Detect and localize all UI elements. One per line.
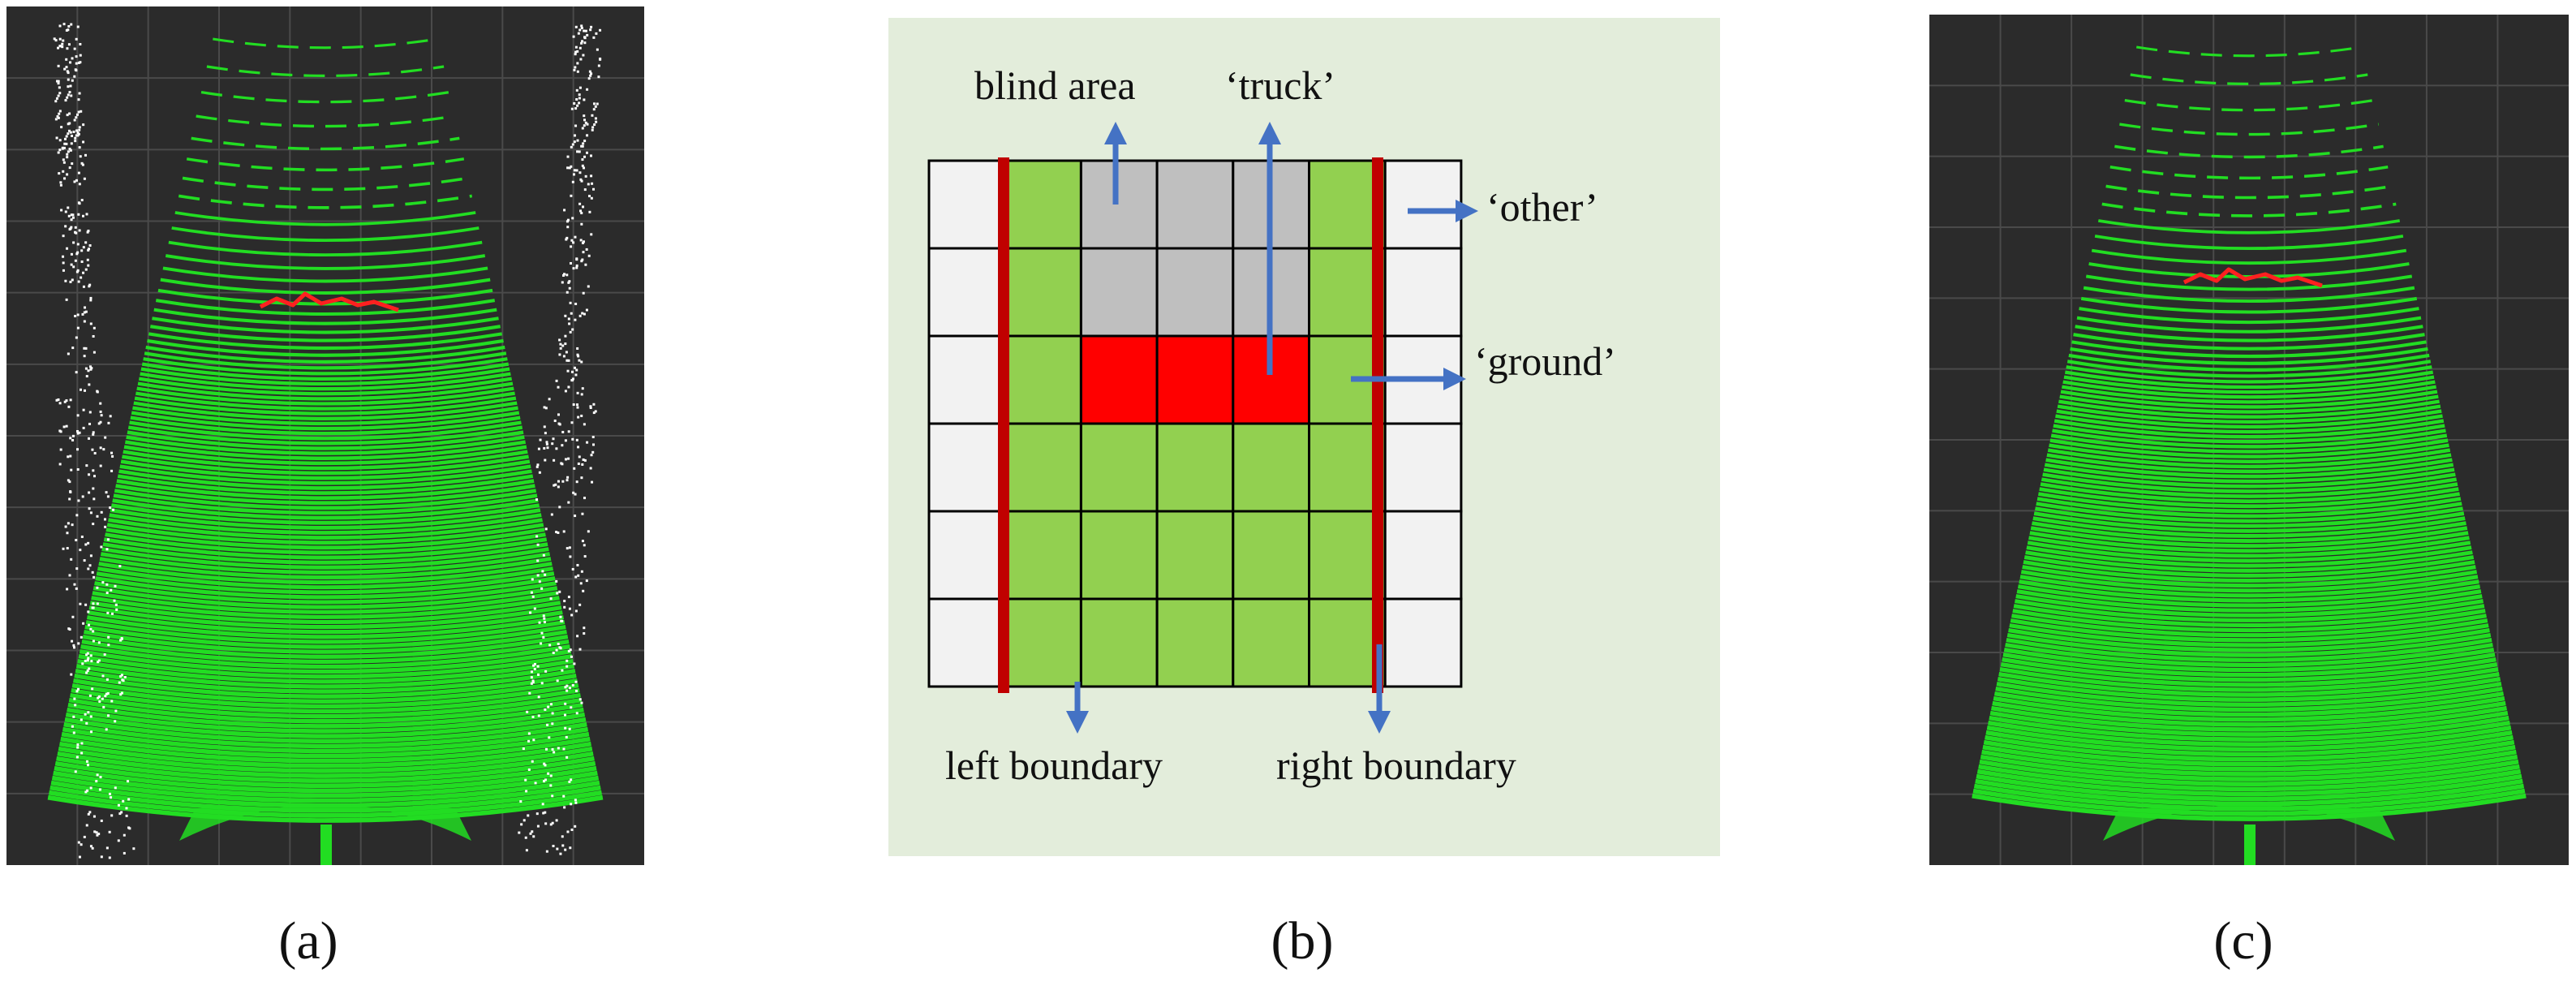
grid-cell	[1232, 510, 1310, 601]
grid-cell	[1155, 422, 1235, 513]
grid-cell	[1004, 510, 1082, 601]
grid-diagram: blind area ‘truck’ ‘other’ ‘ground’ left…	[888, 18, 1720, 856]
grid-cell	[1155, 597, 1235, 688]
blind-area-label: blind area	[974, 62, 1136, 108]
grid-cell	[927, 247, 1007, 338]
panel-a	[6, 6, 644, 865]
grid-cell	[1155, 510, 1235, 601]
caption-b: (b)	[1271, 911, 1334, 971]
grid-cell	[1079, 510, 1159, 601]
grid-cell	[1155, 159, 1235, 250]
grid-cell	[1383, 510, 1463, 601]
panel-c	[1929, 15, 2569, 865]
grid-cell	[927, 159, 1007, 250]
truck-points	[259, 291, 399, 312]
grid-cell	[1383, 422, 1463, 513]
ground-near-patch	[179, 804, 471, 841]
right-boundary-line	[1372, 157, 1383, 693]
grid-cell	[1383, 247, 1463, 338]
other-points	[53, 23, 602, 859]
grid-cell	[1383, 159, 1463, 250]
grid-cell	[1079, 422, 1159, 513]
pointcloud-c	[1929, 15, 2569, 865]
vehicle-marker	[2244, 825, 2256, 865]
ground-scan-rings	[1972, 45, 2527, 821]
grid-cell	[1004, 159, 1082, 250]
right-boundary-label: right boundary	[1276, 743, 1516, 788]
other-label: ‘other’	[1486, 184, 1598, 230]
grid-cell	[1004, 334, 1082, 425]
panel-b: blind area ‘truck’ ‘other’ ‘ground’ left…	[888, 18, 1720, 856]
truck-label: ‘truck’	[1225, 62, 1335, 108]
grid-cell	[1004, 247, 1082, 338]
grid-cell	[927, 422, 1007, 513]
ground-label: ‘ground’	[1474, 338, 1616, 384]
occupancy-grid	[927, 159, 1463, 688]
grid-cell	[927, 597, 1007, 688]
pointcloud-a	[6, 6, 644, 865]
grid-cell	[927, 510, 1007, 601]
truck-points	[2183, 267, 2323, 288]
left-boundary-label: left boundary	[945, 743, 1163, 788]
grid-cell	[1232, 422, 1310, 513]
grid-cell	[1079, 334, 1159, 425]
caption-a: (a)	[278, 911, 338, 971]
grid-cell	[1079, 597, 1159, 688]
grid-cell	[1004, 597, 1082, 688]
grid-cell	[927, 334, 1007, 425]
left-boundary-line	[998, 157, 1009, 693]
grid-cell	[1155, 247, 1235, 338]
ground-near-patch	[2103, 804, 2395, 841]
caption-c: (c)	[2213, 911, 2273, 971]
label-arrows	[1066, 122, 1478, 734]
grid-cell	[1232, 597, 1310, 688]
vehicle-marker	[320, 825, 332, 865]
grid-cell	[1079, 247, 1159, 338]
grid-cell	[1004, 422, 1082, 513]
grid-cell	[1383, 597, 1463, 688]
grid-cell	[1155, 334, 1235, 425]
grid-cell	[1079, 159, 1159, 250]
